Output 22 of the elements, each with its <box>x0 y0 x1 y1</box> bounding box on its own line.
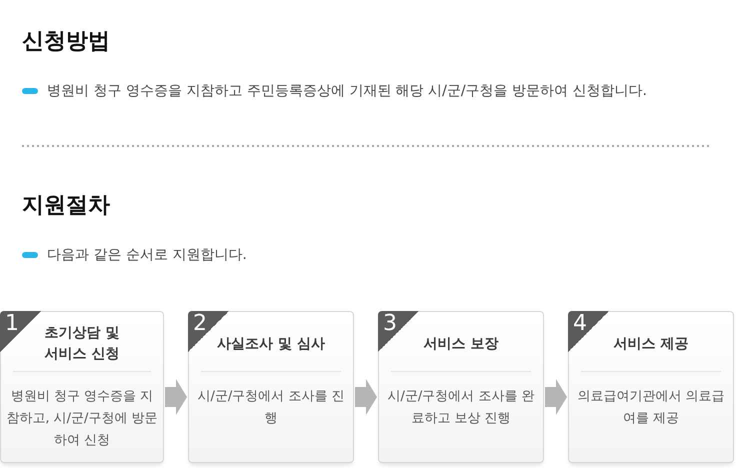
step-description: 병원비 청구 영수증을 지참하고, 시/군/구청에 방문하여 신청 <box>6 388 158 450</box>
step-card <box>188 311 354 463</box>
step-card <box>378 311 544 463</box>
step-title: 초기상담 및 서비스 신청 <box>44 324 120 364</box>
step-number: 1 <box>0 311 41 352</box>
instruction-text: 병원비 청구 영수증을 지참하고 주민등록증상에 기재된 해당 시/군/구청을 방문하여 신청합니다. <box>47 82 647 101</box>
step-number: 3 <box>378 311 419 352</box>
step-title: 서비스 제공 <box>614 334 688 354</box>
instruction-text: 다음과 같은 순서로 지원합니다. <box>47 246 247 265</box>
step-card <box>0 311 164 463</box>
step-description: 시/군/구청에서 조사를 완료하고 보상 진행 <box>386 388 536 428</box>
section-heading: 신청방법 <box>22 29 110 55</box>
step-description: 의료급여기관에서 의료급여를 제공 <box>576 388 726 428</box>
arrow <box>545 379 567 415</box>
step-title: 사실조사 및 심사 <box>217 334 325 354</box>
step-card <box>568 311 734 463</box>
step-description: 시/군/구청에서 조사를 진행 <box>196 388 346 428</box>
section-heading: 지원절차 <box>22 193 110 219</box>
step-number: 4 <box>568 311 609 352</box>
arrow <box>165 379 187 415</box>
step-title: 서비스 보장 <box>424 334 498 354</box>
arrow <box>355 379 377 415</box>
